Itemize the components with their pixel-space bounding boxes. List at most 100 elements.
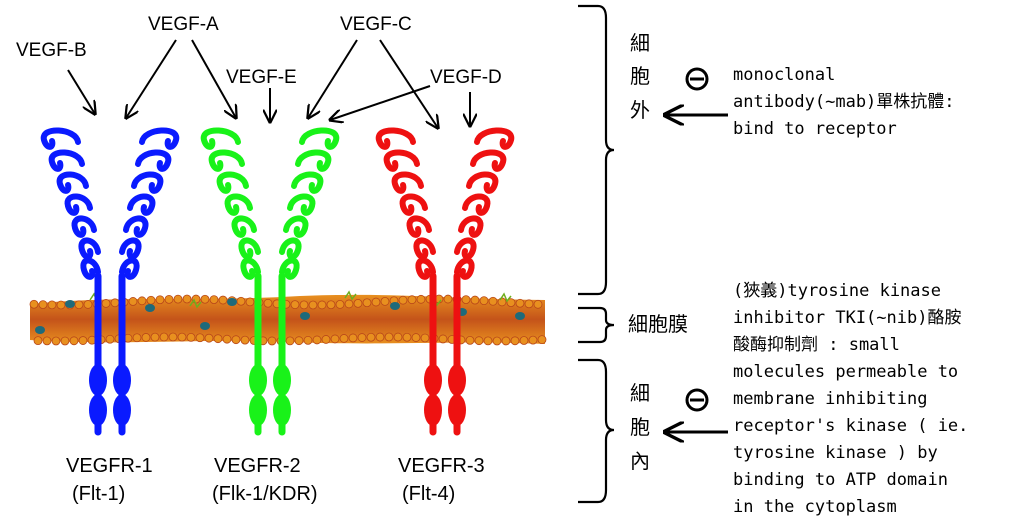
lipid-head <box>443 294 453 304</box>
receptor-vegfr2 <box>200 127 340 436</box>
region-intracellular-char-1: 細 <box>630 381 650 405</box>
cell-membrane <box>29 290 547 346</box>
tki-note-line: (狹義)tyrosine kinase <box>733 281 941 301</box>
lipid-head <box>159 332 169 342</box>
lipid-head <box>384 332 394 342</box>
lipid-head <box>515 298 525 308</box>
membrane-protein-dot <box>390 302 400 310</box>
arrow-vegf-a-to-vegfr2 <box>191 39 236 118</box>
brace-intracellular <box>578 358 615 504</box>
membrane-protein-dot <box>200 322 210 330</box>
antibody-note-line: monoclonal <box>733 65 835 85</box>
lipid-head <box>137 296 147 306</box>
lipid-head <box>488 296 498 306</box>
lipid-head <box>218 295 228 305</box>
lipid-head <box>470 295 480 305</box>
receptor-layer <box>40 127 515 436</box>
antibody-note: monoclonal antibody(~mab)單株抗體: bind to r… <box>733 65 955 139</box>
lipid-head <box>501 336 511 346</box>
tki-note-line: tyrosine kinase ) by <box>733 443 938 463</box>
lipid-head <box>204 333 214 343</box>
membrane-protein-dot <box>515 312 525 320</box>
lipid-head <box>497 297 507 307</box>
antibody-note-line: antibody(~mab)單株抗體: <box>733 92 955 112</box>
receptor-alias-flk1-kdr: (Flk-1/KDR) <box>212 483 318 505</box>
lipid-head <box>150 332 160 342</box>
lipid-head <box>528 335 538 345</box>
lipid-head <box>213 334 223 344</box>
lipid-head <box>209 295 219 304</box>
ligand-arrows <box>67 39 470 128</box>
tki-note-line: molecules permeable to <box>733 362 958 382</box>
lipid-head <box>128 297 138 306</box>
lipid-head <box>182 294 192 304</box>
tki-note-line: inhibitor TKI(~nib)酪胺 <box>733 308 961 328</box>
lipid-head <box>195 333 205 343</box>
receptor-label-vegfr2: VEGFR-2 <box>214 455 301 477</box>
antibody-inhibition-symbol <box>685 67 709 91</box>
region-intracellular-char-2: 胞 <box>630 415 650 439</box>
lipid-head <box>177 332 187 342</box>
glycolipid-mark <box>499 292 512 303</box>
arrow-vegf-c-to-vegfr3 <box>379 39 438 128</box>
region-extracellular-char-3: 外 <box>630 98 650 122</box>
lipid-head <box>132 333 142 343</box>
brace-extracellular <box>578 4 615 296</box>
lipid-head <box>537 335 547 345</box>
lipid-head <box>321 335 331 344</box>
lipid-head <box>155 295 165 305</box>
lipid-head <box>524 299 534 309</box>
lipid-head <box>357 333 367 342</box>
lipid-head <box>375 332 385 342</box>
lipid-head <box>60 336 70 346</box>
glycolipid-mark <box>189 298 202 309</box>
region-braces <box>578 4 615 504</box>
lipid-head <box>299 300 309 310</box>
lipid-head <box>330 334 340 344</box>
lipid-head <box>411 333 421 342</box>
lipid-head <box>236 296 246 306</box>
ligand-label-vegf-c: VEGF-C <box>340 14 412 35</box>
lipid-head <box>303 335 313 345</box>
tki-note: (狹義)tyrosine kinase inhibitor TKI(~nib)酪… <box>733 281 968 517</box>
lipid-head <box>240 335 250 345</box>
lipid-head <box>186 332 196 342</box>
lipid-head <box>506 298 516 308</box>
lipid-head <box>146 295 156 305</box>
lipid-head <box>69 336 79 346</box>
lipid-head <box>398 295 408 305</box>
lipid-head <box>335 299 345 309</box>
lipid-head <box>168 332 178 342</box>
lipid-head <box>339 334 349 343</box>
lipid-head <box>492 336 502 346</box>
lipid-head <box>141 333 151 342</box>
ligand-label-vegf-e: VEGF-E <box>226 67 297 88</box>
receptor-alias-flt4: (Flt-4) <box>402 483 455 505</box>
receptor-vegfr1 <box>40 127 180 436</box>
lipid-head <box>56 300 66 310</box>
lipid-head <box>438 334 448 344</box>
lipid-head <box>33 336 43 346</box>
lipid-head <box>533 299 543 309</box>
lipid-head <box>353 298 363 308</box>
lipid-head <box>371 297 381 307</box>
region-extracellular-char-1: 細 <box>630 31 650 55</box>
lipid-head <box>317 300 327 310</box>
lipid-head <box>200 294 210 304</box>
ligand-label-vegf-d: VEGF-D <box>430 67 502 88</box>
lipid-head <box>479 296 489 306</box>
tki-note-line: 酸酶抑制劑 : small <box>733 335 900 355</box>
lipid-head <box>222 334 232 344</box>
membrane-protein-dot <box>145 304 155 312</box>
lipid-head <box>407 295 417 305</box>
lipid-head <box>110 298 120 308</box>
lipid-head <box>231 335 241 345</box>
lipid-head <box>465 335 475 345</box>
lipid-head <box>74 300 84 310</box>
lipid-head <box>416 294 426 304</box>
lipid-head <box>366 332 376 342</box>
antibody-note-line: bind to receptor <box>733 119 897 139</box>
glycolipid-mark <box>344 290 357 301</box>
lipid-head <box>402 332 412 342</box>
